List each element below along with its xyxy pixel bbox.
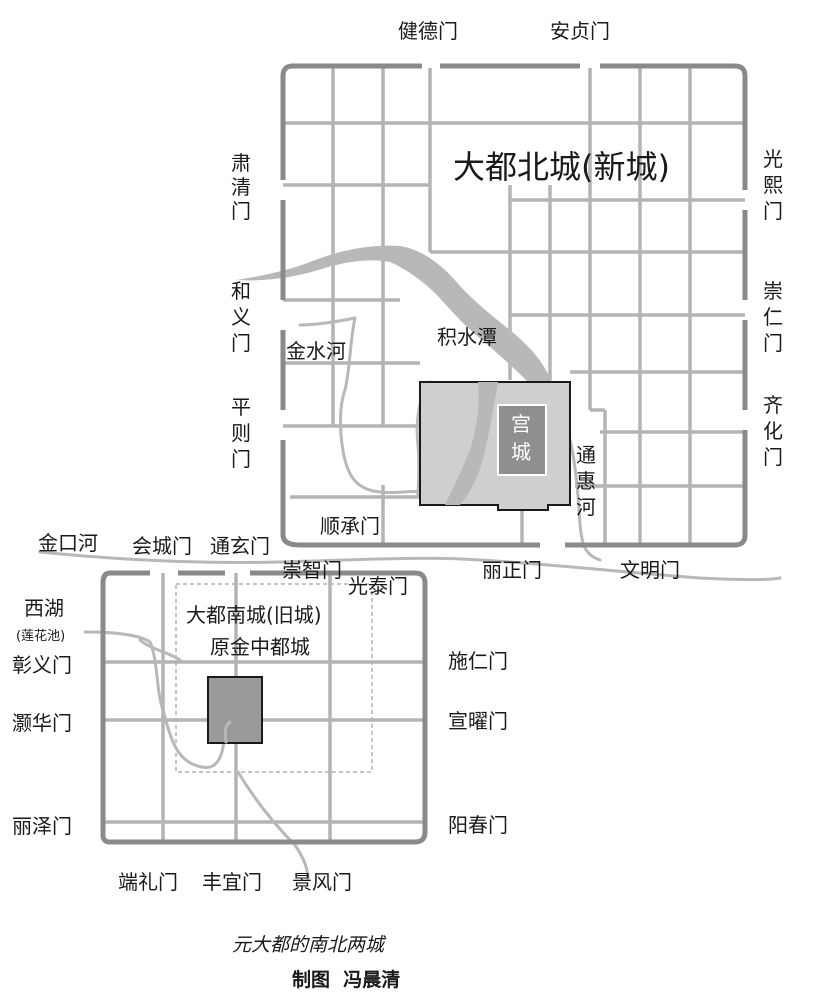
- north-city-wall: [280, 63, 748, 548]
- svg-text:宫: 宫: [511, 412, 531, 436]
- caption-credit: 制图 冯晨清: [292, 968, 400, 991]
- north-city-title: 大都北城(新城): [453, 148, 670, 186]
- gate-guangxi: 光 熙 门: [763, 147, 783, 223]
- svg-text:通: 通: [576, 443, 596, 467]
- svg-text:熙: 熙: [763, 173, 783, 197]
- svg-text:门: 门: [231, 199, 251, 223]
- svg-text:则: 则: [231, 421, 251, 445]
- gate-qihua: 齐 化 门: [763, 393, 783, 469]
- gate-jiande: 健德门: [398, 19, 458, 43]
- svg-text:平: 平: [231, 395, 251, 419]
- palace-label: 宫 城: [511, 412, 531, 464]
- gate-duanli: 端礼门: [118, 870, 178, 894]
- gate-xuanyao: 宣曜门: [448, 709, 508, 733]
- svg-text:齐: 齐: [763, 393, 783, 417]
- jinkou-river-label: 金口河: [38, 531, 98, 555]
- svg-text:门: 门: [763, 445, 783, 469]
- gate-shiren: 施仁门: [448, 649, 508, 673]
- svg-text:城: 城: [511, 440, 531, 464]
- svg-text:和: 和: [231, 279, 251, 303]
- svg-text:门: 门: [231, 331, 251, 355]
- gate-guangtai: 光泰门: [348, 574, 408, 598]
- south-city-title: 大都南城(旧城): [186, 603, 322, 627]
- gate-lizheng: 丽正门: [482, 558, 542, 582]
- gate-haohua: 灏华门: [12, 711, 72, 735]
- gate-suqing-label: 肃: [231, 151, 251, 175]
- palace-core: [497, 404, 547, 476]
- gate-shuncheng: 顺承门: [320, 514, 380, 538]
- svg-text:清: 清: [231, 175, 251, 199]
- south-city-water: [83, 630, 310, 882]
- gate-chongren: 崇 仁 门: [763, 279, 783, 355]
- caption-title: 元大都的南北两城: [232, 934, 387, 956]
- north-city-water: [38, 245, 782, 581]
- svg-text:门: 门: [231, 447, 251, 471]
- south-city-wall: [100, 570, 428, 845]
- gate-heyi: 和 义 门: [231, 279, 251, 355]
- south-city-subtitle: 原金中都城: [210, 635, 310, 659]
- svg-text:门: 门: [763, 199, 783, 223]
- gate-wenming: 文明门: [620, 558, 680, 582]
- gate-yangchun: 阳春门: [448, 813, 508, 837]
- old-palace: [207, 676, 263, 744]
- svg-text:惠: 惠: [576, 469, 596, 493]
- gate-suqing: 肃 清 门: [231, 151, 251, 223]
- gate-jingfeng: 景风门: [292, 870, 352, 894]
- gate-chongzhi: 崇智门: [282, 558, 342, 582]
- tonghui-river-label: 通 惠 河: [576, 443, 596, 519]
- svg-text:义: 义: [231, 305, 251, 329]
- lianhuachi-label: (莲花池): [16, 628, 65, 644]
- jinshui-river-label: 金水河: [286, 339, 346, 363]
- gate-lize: 丽泽门: [12, 814, 72, 838]
- svg-text:崇: 崇: [763, 279, 783, 303]
- gate-huicheng: 会城门: [132, 534, 192, 558]
- south-city-inner-boundary: [175, 583, 373, 773]
- jishuitan-lake: [236, 245, 552, 382]
- svg-text:河: 河: [576, 495, 596, 519]
- gate-tongxuan: 通玄门: [210, 534, 270, 558]
- palace-complex: [419, 381, 571, 511]
- svg-text:光: 光: [763, 147, 783, 171]
- gate-fengyi: 丰宜门: [202, 870, 262, 894]
- gate-zhangyi: 彰义门: [12, 653, 72, 677]
- svg-text:化: 化: [763, 419, 783, 443]
- svg-text:门: 门: [763, 331, 783, 355]
- svg-text:仁: 仁: [763, 305, 783, 329]
- gate-pingze: 平 则 门: [231, 395, 251, 471]
- jishuitan-label: 积水潭: [437, 325, 497, 349]
- gate-anzhen: 安贞门: [550, 19, 610, 43]
- xihu-label: 西湖: [24, 596, 64, 620]
